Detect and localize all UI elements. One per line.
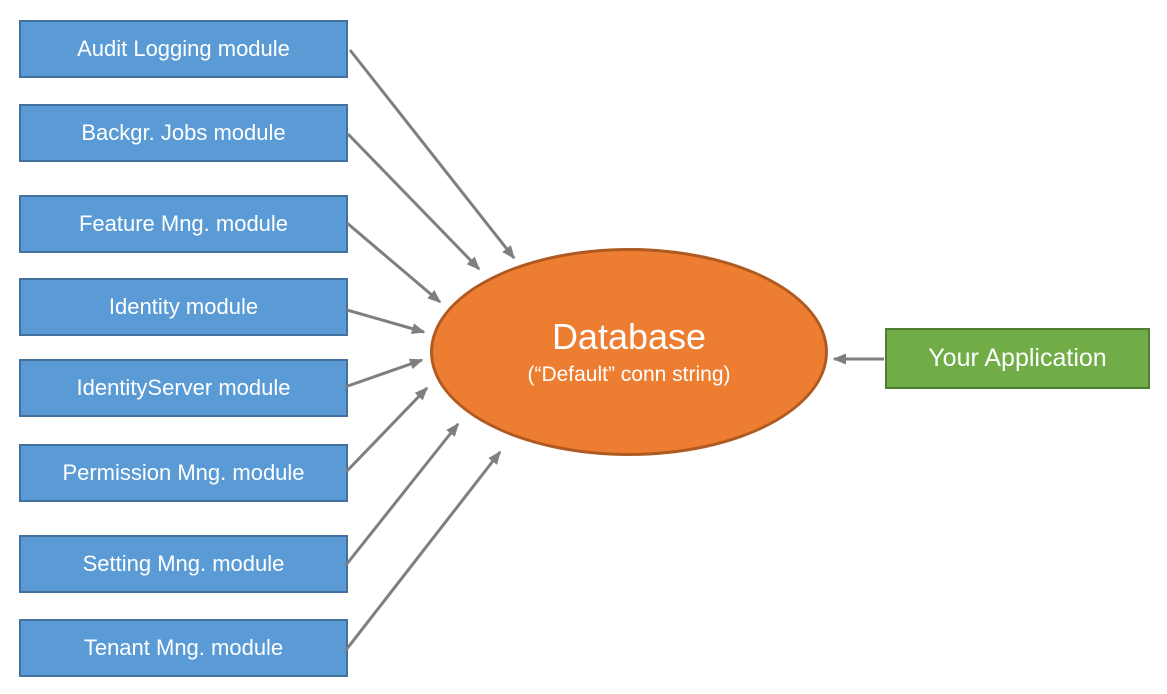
- node-background-jobs-module: Backgr. Jobs module: [19, 104, 348, 162]
- node-database-ellipse: Database (“Default” conn string): [430, 248, 828, 456]
- node-audit-logging-module: Audit Logging module: [19, 20, 348, 78]
- node-permission-management-module: Permission Mng. module: [19, 444, 348, 502]
- node-identity-module: Identity module: [19, 278, 348, 336]
- node-label: Audit Logging module: [77, 36, 290, 61]
- node-label: Feature Mng. module: [78, 211, 289, 236]
- node-label: Tenant Mng. module: [83, 635, 284, 660]
- node-label: Your Application: [928, 344, 1107, 372]
- arrow-feature-management-to-database: [346, 221, 442, 304]
- node-label: Backgr. Jobs module: [81, 120, 286, 145]
- node-label: Permission Mng. module: [62, 460, 305, 485]
- arrow-audit-logging-to-database: [348, 49, 516, 260]
- arrow-setting-management-to-database: [344, 422, 460, 566]
- node-your-application: Your Application: [885, 328, 1150, 389]
- node-label: IdentityServer module: [76, 375, 291, 400]
- database-connection-string-label: (“Default” conn string): [527, 363, 731, 387]
- node-identityserver-module: IdentityServer module: [19, 359, 348, 417]
- node-label: Identity module: [108, 294, 259, 319]
- arrow-identity-to-database: [346, 308, 426, 334]
- node-tenant-management-module: Tenant Mng. module: [19, 619, 348, 677]
- node-feature-management-module: Feature Mng. module: [19, 195, 348, 253]
- arrow-tenant-management-to-database: [344, 450, 502, 651]
- arrow-permission-management-to-database: [344, 386, 429, 474]
- database-title: Database: [551, 315, 707, 357]
- node-label: Setting Mng. module: [82, 551, 285, 576]
- arrow-background-jobs-to-database: [346, 132, 481, 271]
- arrow-identityserver-to-database: [344, 358, 424, 389]
- node-setting-management-module: Setting Mng. module: [19, 535, 348, 593]
